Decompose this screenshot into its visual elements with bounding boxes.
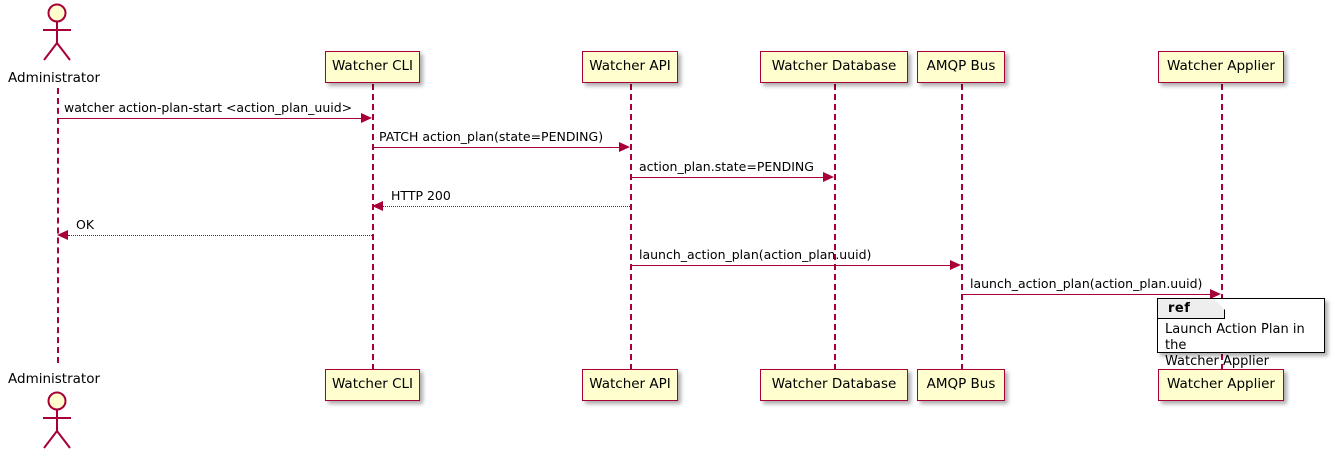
participant-label: Watcher Database bbox=[771, 58, 897, 75]
actor-administrator-bottom bbox=[33, 389, 81, 451]
ref-fragment-body: Launch Action Plan in the Watcher Applie… bbox=[1158, 319, 1326, 370]
participant-watcher-database-bottom[interactable]: Watcher Database bbox=[760, 369, 908, 401]
participant-watcher-applier-top[interactable]: Watcher Applier bbox=[1158, 51, 1284, 83]
message-line bbox=[58, 118, 361, 119]
ref-fragment-body-line-2: Watcher Applier bbox=[1165, 353, 1269, 369]
message-label: watcher action-plan-start <action_plan_u… bbox=[64, 99, 353, 115]
participant-label: AMQP Bus bbox=[926, 58, 996, 75]
lifeline-amqp-bus bbox=[961, 84, 963, 370]
message-line bbox=[383, 206, 630, 207]
message-line bbox=[631, 177, 823, 178]
actor-administrator-top bbox=[33, 2, 81, 62]
message-label: action_plan.state=PENDING bbox=[639, 158, 814, 174]
participant-watcher-api-bottom[interactable]: Watcher API bbox=[582, 369, 678, 401]
participant-watcher-cli-top[interactable]: Watcher CLI bbox=[325, 51, 420, 83]
participant-label: Watcher CLI bbox=[331, 376, 414, 393]
participant-watcher-database-top[interactable]: Watcher Database bbox=[760, 51, 908, 83]
arrowhead-right-icon bbox=[823, 172, 834, 182]
ref-fragment-tab: ref bbox=[1158, 299, 1225, 319]
lifeline-watcher-database bbox=[834, 84, 836, 370]
arrowhead-left-icon bbox=[57, 230, 68, 240]
message-label: HTTP 200 bbox=[391, 187, 451, 203]
lifeline-watcher-cli bbox=[372, 84, 374, 370]
message-line bbox=[68, 235, 372, 236]
participant-label: Watcher API bbox=[589, 376, 671, 393]
message-line bbox=[962, 294, 1210, 295]
actor-label-administrator-bottom: Administrator bbox=[8, 371, 101, 387]
actor-label-administrator-top: Administrator bbox=[8, 70, 101, 86]
stick-figure-icon bbox=[43, 3, 71, 61]
message-label: PATCH action_plan(state=PENDING) bbox=[379, 128, 604, 144]
arrowhead-right-icon bbox=[1210, 289, 1221, 299]
participant-amqp-bus-top[interactable]: AMQP Bus bbox=[917, 51, 1005, 83]
participant-label: Watcher CLI bbox=[331, 58, 414, 75]
participant-label: Watcher Applier bbox=[1167, 376, 1275, 393]
ref-fragment-body-line-1: Launch Action Plan in the bbox=[1165, 322, 1305, 353]
participant-amqp-bus-bottom[interactable]: AMQP Bus bbox=[917, 369, 1005, 401]
participant-watcher-applier-bottom[interactable]: Watcher Applier bbox=[1158, 369, 1284, 401]
participant-label: AMQP Bus bbox=[926, 376, 996, 393]
participant-watcher-api-top[interactable]: Watcher API bbox=[582, 51, 678, 83]
message-label: launch_action_plan(action_plan.uuid) bbox=[639, 246, 872, 262]
ref-fragment: ref Launch Action Plan in the Watcher Ap… bbox=[1157, 298, 1325, 369]
message-label: launch_action_plan(action_plan.uuid) bbox=[970, 275, 1203, 291]
message-line bbox=[373, 147, 619, 148]
message-label: OK bbox=[76, 216, 95, 232]
ref-fragment-tab-label: ref bbox=[1168, 301, 1191, 316]
arrowhead-right-icon bbox=[361, 113, 372, 123]
arrowhead-right-icon bbox=[950, 260, 961, 270]
stick-figure-icon bbox=[43, 391, 71, 449]
participant-label: Watcher Database bbox=[771, 376, 897, 393]
lifeline-administrator bbox=[57, 88, 59, 363]
lifeline-watcher-applier bbox=[1221, 84, 1223, 370]
participant-watcher-cli-bottom[interactable]: Watcher CLI bbox=[325, 369, 420, 401]
arrowhead-right-icon bbox=[619, 142, 630, 152]
participant-label: Watcher Applier bbox=[1167, 58, 1275, 75]
arrowhead-left-icon bbox=[372, 201, 383, 211]
message-line bbox=[631, 265, 950, 266]
lifeline-watcher-api bbox=[630, 84, 632, 370]
participant-label: Watcher API bbox=[589, 58, 671, 75]
